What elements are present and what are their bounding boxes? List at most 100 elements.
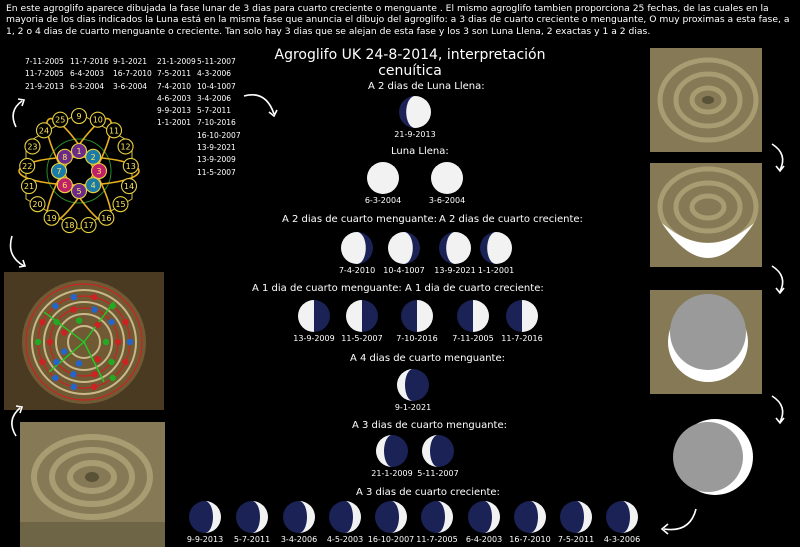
moon-date-label: 7-10-2016 (396, 334, 438, 343)
diagram-number: 3 (90, 162, 108, 180)
moon-date-label: 16-7-2010 (509, 535, 551, 544)
date-entry: 6-3-2004 (70, 81, 105, 91)
date-entry: 7-11-2005 (25, 57, 64, 66)
moon-item: 6-3-2004 (365, 160, 401, 208)
svg-text:13: 13 (126, 162, 136, 171)
curved-arrow-icon (771, 143, 785, 173)
diagram-number: 1 (70, 142, 88, 160)
moon-item: 7-11-2005 (452, 298, 494, 346)
section-heading: A 4 dias de cuarto menguante: (350, 353, 505, 364)
diagram-number: 9 (70, 107, 88, 125)
diagram-number: 25 (52, 111, 69, 128)
diagram-number: 6 (56, 177, 73, 194)
date-entry: 11-7-2016 (70, 57, 109, 66)
date-entry: 13-9-2009 (197, 155, 236, 165)
moon-date-label: 5-11-2007 (417, 469, 459, 478)
svg-text:25: 25 (55, 116, 65, 125)
crop-circle-photo-right-1 (650, 48, 762, 152)
svg-text:17: 17 (83, 221, 93, 230)
svg-text:15: 15 (115, 200, 125, 209)
svg-text:1: 1 (76, 147, 81, 156)
moon-item: 4-3-2006 (604, 499, 640, 547)
date-entry: 21-1-2009 (157, 57, 196, 66)
moon-date-label: 7-4-2010 (338, 266, 376, 275)
diagram-number: 14 (120, 178, 138, 195)
crop-circle-photo-right-3 (650, 290, 762, 394)
date-entry: 5-11-2007 (197, 57, 236, 66)
moon-phase-icon (298, 300, 330, 332)
section-heading: A 2 dias de Luna Llena: (368, 81, 485, 92)
svg-text:3: 3 (96, 167, 101, 176)
curved-arrow-icon (771, 395, 785, 425)
diagram-number: 2 (85, 148, 102, 165)
moon-date-label: 11-5-2007 (341, 334, 383, 343)
diagram-number: 10 (89, 111, 106, 128)
moon-item: 16-10-2007 (368, 499, 414, 547)
moon-item: 11-7-2005 (416, 499, 458, 547)
diagram-number: 13 (122, 157, 139, 174)
moon-date-label: 11-7-2016 (501, 334, 543, 343)
svg-text:8: 8 (62, 153, 67, 162)
date-entry: 13-9-2021 (197, 143, 236, 153)
moon-item: 7-10-2016 (396, 298, 438, 346)
date-entry: 10-4-1007 (197, 81, 236, 91)
moon-phase-icon (375, 501, 407, 533)
moon-phase-icon (457, 300, 489, 332)
moon-item: 3-4-2006 (281, 499, 317, 547)
curved-arrow-icon (243, 94, 278, 118)
diagram-number: 23 (24, 138, 41, 155)
svg-text:19: 19 (47, 214, 57, 223)
moon-phase-icon (506, 300, 538, 332)
svg-text:6: 6 (62, 181, 67, 190)
moon-item: 3-6-2004 (429, 160, 465, 208)
moon-phase-icon (439, 232, 471, 264)
moon-item: 9-9-2013 (187, 499, 223, 547)
section-heading: A 1 dia de cuarto creciente: (405, 283, 544, 294)
moon-phase-icon (514, 501, 546, 533)
moon-phase-icon (329, 501, 361, 533)
svg-text:2: 2 (91, 153, 96, 162)
moon-phase-icon (401, 300, 433, 332)
moon-item: 7-4-2010 (339, 230, 375, 278)
moon-date-label: 16-10-2007 (367, 535, 415, 544)
curved-arrow-icon (9, 235, 27, 268)
moon-phase-icon (468, 501, 500, 533)
moon-date-label: 5-7-2011 (233, 535, 271, 544)
diagram-number: 4 (85, 177, 102, 194)
moon-phase-icon (376, 435, 408, 467)
svg-text:12: 12 (120, 142, 130, 151)
moon-phase-icon (431, 162, 463, 194)
diagram-number: 19 (43, 209, 60, 226)
diagram-number: 22 (19, 157, 36, 174)
moon-item: 6-4-2003 (466, 499, 502, 547)
svg-text:22: 22 (22, 162, 32, 171)
svg-text:16: 16 (101, 214, 111, 223)
moon-item: 11-7-2016 (501, 298, 543, 346)
crop-circle-photo-left (20, 422, 165, 547)
moon-date-label: 1-1-2001 (477, 266, 515, 275)
moon-phase-icon (606, 501, 638, 533)
moon-item: 10-4-1007 (383, 230, 425, 278)
date-entry: 4-6-2003 (157, 93, 192, 103)
diagram-number: 15 (112, 196, 129, 213)
section-heading: A 3 dias de cuarto menguante: (352, 420, 507, 431)
curved-arrow-icon (11, 405, 24, 437)
svg-text:20: 20 (32, 200, 42, 209)
crop-circle-photo-right-2 (650, 163, 762, 267)
date-entry: 11-5-2007 (197, 167, 236, 177)
diagram-number: 11 (105, 122, 123, 139)
date-entry: 16-10-2007 (197, 130, 241, 140)
date-entry: 7-10-2016 (197, 118, 236, 128)
diagram-number: 12 (117, 138, 134, 155)
moon-date-label: 13-9-2021 (434, 266, 476, 275)
svg-text:4: 4 (91, 181, 96, 190)
moon-item: 4-5-2003 (327, 499, 363, 547)
diagram-number: 20 (29, 196, 46, 213)
svg-text:7: 7 (56, 167, 61, 176)
moon-date-label: 6-3-2004 (364, 196, 402, 205)
moon-item: 16-7-2010 (509, 499, 551, 547)
